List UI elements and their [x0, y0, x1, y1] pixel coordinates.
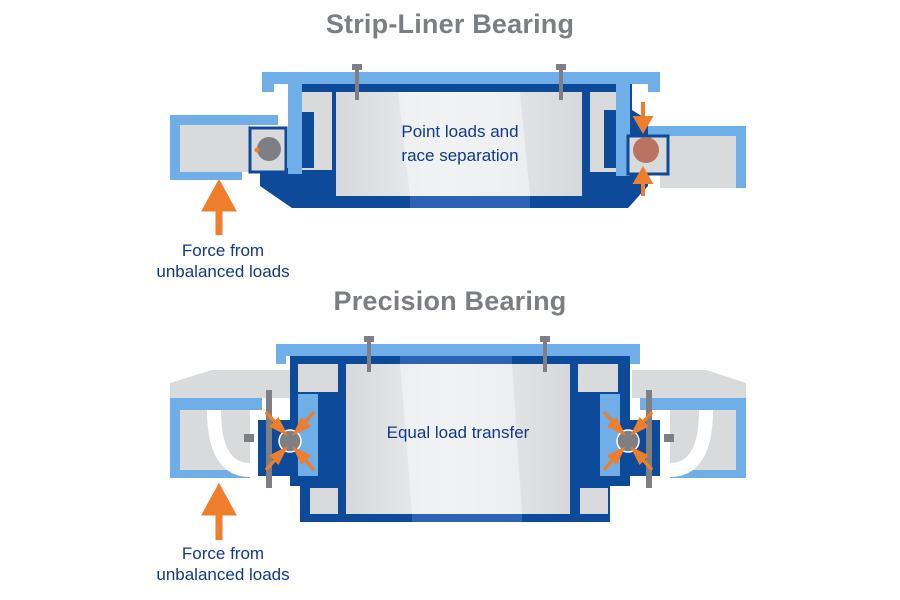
left-roller-ball [278, 429, 302, 453]
left-pocket [298, 364, 338, 392]
inner-glass-highlight [400, 364, 522, 514]
force-label-top-line2: unbalanced loads [156, 262, 290, 281]
top-bolt-left [352, 64, 362, 100]
force-arrow-up-bottom [201, 482, 237, 540]
right-pocket [578, 364, 618, 392]
force-arrow-up-top [201, 178, 237, 235]
point-load-arrow-up [632, 166, 654, 196]
inner-glass-highlight [398, 92, 530, 196]
left-lower-block [310, 488, 338, 514]
force-label-bottom-line2: unbalanced loads [156, 565, 290, 584]
left-liner-bar [302, 112, 314, 168]
inner-bottom-strip [410, 196, 530, 208]
left-roller-ball [257, 137, 281, 161]
precision-bearing-assembly [170, 336, 746, 540]
left-frame-rail [170, 115, 278, 180]
precision-bearing-title: Precision Bearing [333, 286, 567, 316]
strip-liner-bearing-assembly [170, 64, 746, 235]
right-roller-ball [633, 137, 659, 163]
top-bolt-right [556, 64, 566, 100]
inner-top-strip [400, 356, 512, 364]
force-label-top: Force from unbalanced loads [133, 240, 313, 282]
right-liner-bar [604, 110, 616, 168]
point-loads-line2: race separation [401, 146, 519, 165]
right-roller-ball [616, 429, 640, 453]
equal-load-text: Equal load transfer [386, 423, 530, 442]
left-frame-core [180, 125, 250, 172]
point-loads-label: Point loads and race separation [360, 120, 560, 168]
right-frame-core [660, 136, 736, 188]
equal-load-arrows-right [602, 410, 654, 472]
strip-liner-title: Strip-Liner Bearing [325, 9, 575, 39]
left-liner-strip [288, 84, 302, 174]
equal-load-label: Equal load transfer [358, 421, 558, 445]
point-loads-line1: Point loads and [401, 122, 519, 141]
right-lower-block [580, 488, 608, 514]
right-frame-gray [632, 370, 746, 398]
force-label-bottom-line1: Force from [181, 544, 265, 563]
equal-load-arrows-left [264, 410, 316, 472]
point-load-arrow-down [632, 102, 654, 134]
force-label-bottom: Force from unbalanced loads [133, 543, 313, 585]
inner-bottom-strip [412, 514, 522, 522]
force-label-top-line1: Force from [181, 241, 265, 260]
left-frame-gray [170, 370, 300, 398]
top-bolt-left [364, 336, 374, 372]
left-frame-rail [170, 398, 262, 478]
top-bolt-right [540, 336, 550, 372]
